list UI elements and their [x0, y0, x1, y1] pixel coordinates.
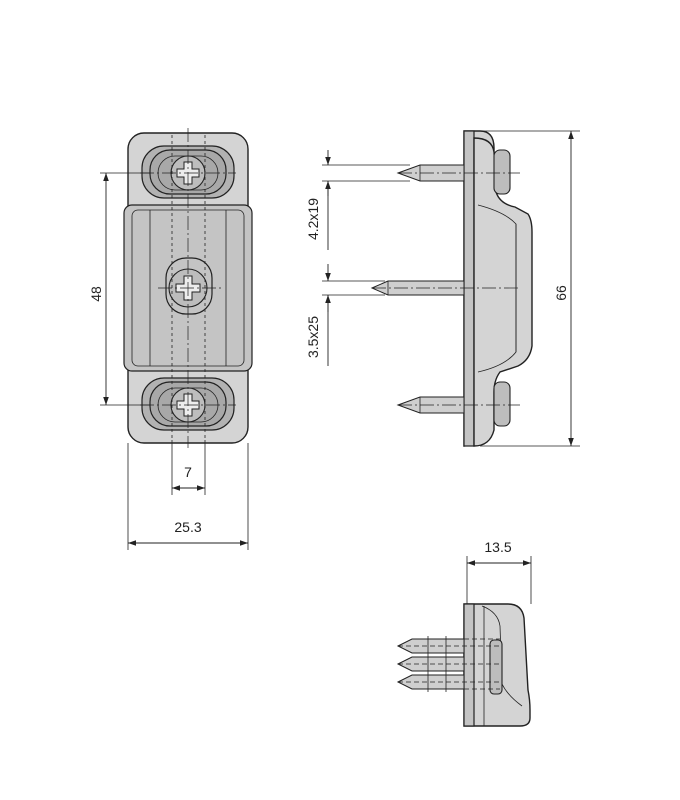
side-screw-middle — [370, 280, 520, 296]
dim-center-offset: 7 — [184, 464, 192, 480]
dim-hole-spacing: 48 — [88, 286, 104, 302]
bottom-screw-heads-icon — [489, 639, 503, 695]
dim-screw-large: 3.5x25 — [305, 316, 321, 358]
dim-screw-small: 4.2x19 — [305, 198, 321, 240]
side-screw-head-top-icon — [493, 149, 511, 195]
dim-depth: 13.5 — [484, 539, 511, 555]
bottom-view: 13.5 — [396, 539, 532, 727]
dim-overall-height: 66 — [553, 285, 569, 301]
front-view: 48 7 25.3 — [88, 128, 253, 550]
side-screw-head-bottom-icon — [493, 381, 511, 427]
dim-overall-width: 25.3 — [174, 519, 201, 535]
side-view: 4.2x19 3.5x25 66 — [305, 130, 580, 447]
side-screw-bottom — [396, 396, 520, 414]
side-screw-top — [396, 164, 520, 182]
